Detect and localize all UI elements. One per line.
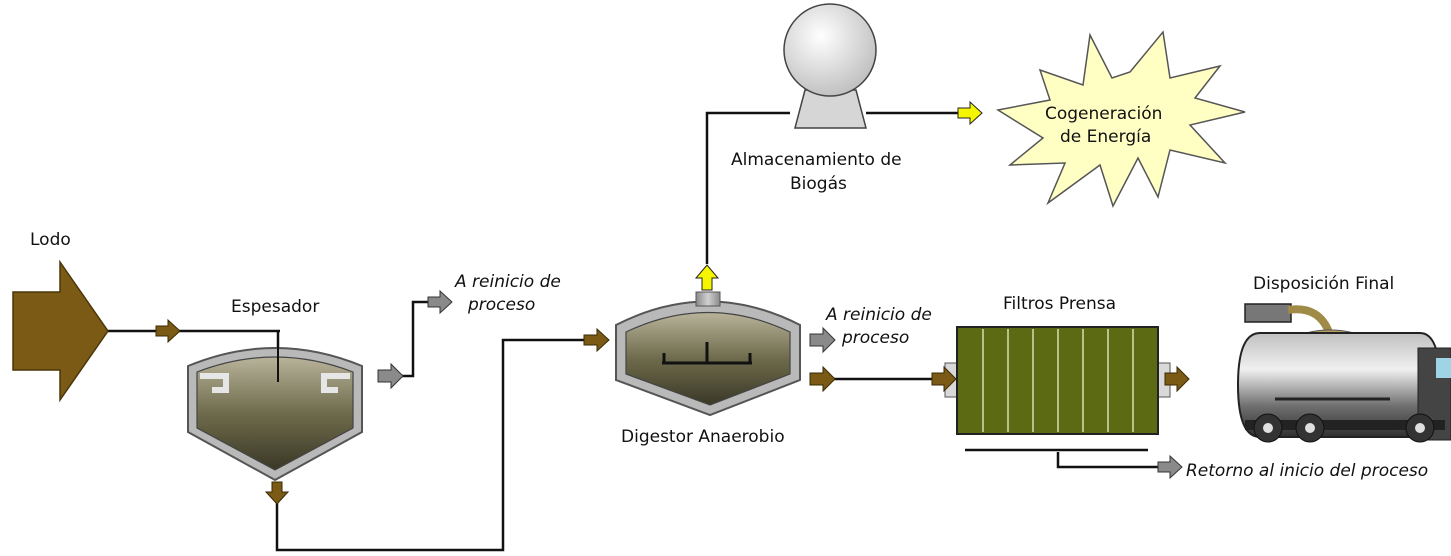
reinicio-digestor-label-line2: proceso xyxy=(841,328,909,348)
digester-tank-icon xyxy=(615,291,801,417)
arrow-digestor-out-icon xyxy=(809,365,836,393)
filter-press-icon xyxy=(944,326,1171,435)
line-espesador-to-digestor xyxy=(275,338,590,552)
arrow-filters-out-icon xyxy=(1164,365,1190,393)
arrow-espesador-bottom-icon xyxy=(264,481,290,505)
arrow-digestor-gas-icon xyxy=(694,264,720,291)
arrow-digestor-reinicio-icon xyxy=(809,326,836,354)
process-lines xyxy=(108,111,1160,552)
almacenamiento-label-line1: Almacenamiento de xyxy=(731,150,902,170)
arrow-espesador-overflow-icon xyxy=(377,362,404,390)
arrow-into-filters-icon xyxy=(931,365,957,393)
biogas-sphere-icon xyxy=(783,3,877,129)
cogeneracion-label-line1: Cogeneración xyxy=(1045,104,1162,124)
lodo-arrow-icon xyxy=(12,259,109,403)
reinicio-espesador-label-line2: proceso xyxy=(467,295,535,315)
lodo-label: Lodo xyxy=(30,230,71,250)
arrow-to-cogeneration-icon xyxy=(957,100,983,126)
line-espesador-overflow xyxy=(400,300,430,378)
line-filter-return xyxy=(1056,452,1160,469)
arrow-into-digestor-icon xyxy=(583,327,610,353)
retorno-label: Retorno al inicio del proceso xyxy=(1186,461,1428,481)
arrow-espesador-reinicio-icon xyxy=(427,289,453,315)
cogeneracion-label-line2: de Energía xyxy=(1060,127,1151,147)
arrow-retorno-icon xyxy=(1157,454,1183,480)
gray-flow-arrows xyxy=(377,289,1183,480)
digestor-label: Digestor Anaerobio xyxy=(621,427,785,447)
reinicio-digestor-label-line1: A reinicio de xyxy=(825,305,932,325)
tanker-truck-icon xyxy=(1236,303,1451,443)
espesador-label: Espesador xyxy=(231,297,319,317)
disposicion-label: Disposición Final xyxy=(1253,274,1394,294)
reinicio-espesador-label-line1: A reinicio de xyxy=(454,272,561,292)
line-digestor-to-storage xyxy=(705,111,790,264)
energy-burst-icon xyxy=(995,30,1246,208)
gas-flow-arrows xyxy=(694,100,983,291)
filtros-label: Filtros Prensa xyxy=(1003,294,1116,314)
arrow-into-espesador-icon xyxy=(155,318,181,344)
thickener-tank-icon xyxy=(187,346,363,482)
almacenamiento-label-line2: Biogás xyxy=(790,174,847,194)
sludge-flow-arrows xyxy=(155,318,1190,505)
